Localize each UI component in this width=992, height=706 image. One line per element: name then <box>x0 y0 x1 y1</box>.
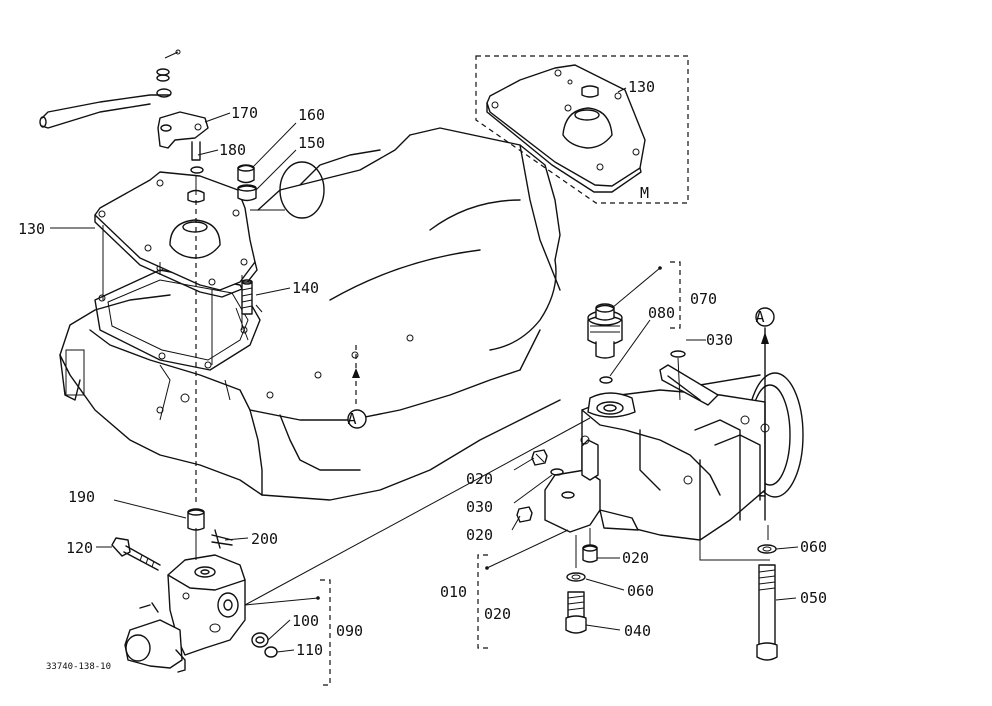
callout-060-right: 060 <box>800 538 827 556</box>
main-housing <box>59 127 561 501</box>
callout-030-mid: 030 <box>466 498 493 516</box>
callout-190: 190 <box>68 488 95 506</box>
group-brackets <box>320 261 681 686</box>
callout-020-2: 020 <box>466 526 493 544</box>
inset-label-m: M <box>640 184 649 202</box>
callout-180: 180 <box>219 141 246 159</box>
leader-lines <box>50 87 799 653</box>
callout-130-inset: 130 <box>628 78 655 96</box>
bolts-040-050 <box>565 535 778 661</box>
reference-a-right: A <box>755 308 764 326</box>
callout-040: 040 <box>624 622 651 640</box>
fittings-020-030 <box>516 350 686 563</box>
inset-view-m <box>475 55 689 204</box>
callout-120: 120 <box>66 539 93 557</box>
callout-100: 100 <box>292 612 319 630</box>
callout-070: 070 <box>690 290 717 308</box>
callout-160: 160 <box>298 106 325 124</box>
callout-labels: 170 180 160 150 130 140 130 M 070 080 03… <box>18 78 827 672</box>
reference-a-left: A <box>347 410 356 428</box>
callout-110: 110 <box>296 641 323 659</box>
callout-130-left: 130 <box>18 220 45 238</box>
reference-arrow-a-left <box>347 345 367 429</box>
figure-code: 33740-138-10 <box>46 662 111 672</box>
callout-060-center: 060 <box>627 582 654 600</box>
callout-050: 050 <box>800 589 827 607</box>
callout-030-top: 030 <box>706 331 733 349</box>
stud-140 <box>235 279 263 341</box>
callout-020-group: 020 <box>484 605 511 623</box>
callout-020-3: 020 <box>622 549 649 567</box>
callout-010: 010 <box>440 583 467 601</box>
callout-170: 170 <box>231 104 258 122</box>
callout-080: 080 <box>648 304 675 322</box>
callout-090: 090 <box>336 622 363 640</box>
valve-block-090 <box>111 417 591 673</box>
callout-150: 150 <box>298 134 325 152</box>
control-lever-assembly <box>39 49 209 195</box>
callout-140: 140 <box>292 279 319 297</box>
callout-200: 200 <box>251 530 278 548</box>
hydraulic-unit <box>544 364 804 561</box>
valve-070 <box>587 303 623 384</box>
reference-arrow-a-right <box>755 307 775 521</box>
top-cover-130 <box>94 171 258 365</box>
callout-020-1: 020 <box>466 470 493 488</box>
plug-parts-150-160 <box>237 164 257 202</box>
